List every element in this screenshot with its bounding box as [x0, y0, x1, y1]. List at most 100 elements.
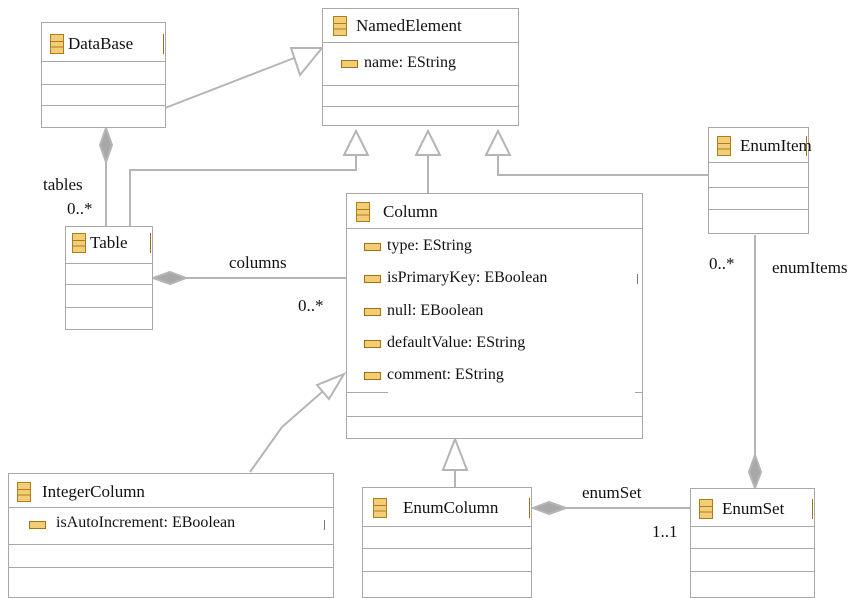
class-divider [323, 106, 518, 107]
class-divider [691, 548, 814, 549]
resize-handle [163, 34, 164, 54]
class-name: EnumItem [740, 136, 812, 155]
class-database[interactable]: DataBase [41, 22, 166, 128]
generalization-arrowhead [414, 128, 442, 156]
class-enum-set[interactable]: EnumSet [690, 488, 815, 598]
resize-handle [812, 499, 813, 519]
class-divider [66, 263, 152, 264]
generalization-arrowhead [484, 128, 512, 156]
composition-diamond [98, 124, 114, 166]
attribute-icon [364, 308, 381, 316]
class-divider [347, 228, 642, 229]
class-icon [356, 202, 370, 222]
generalization-arrowhead [289, 47, 325, 78]
class-icon [333, 16, 347, 36]
attribute-label: isAutoIncrement: EBoolean [56, 514, 236, 531]
class-divider [709, 162, 808, 163]
generalization-arrowhead [342, 128, 370, 156]
class-name: NamedElement [356, 16, 462, 35]
class-divider [347, 416, 642, 417]
attribute-icon [364, 340, 381, 348]
class-enum-item[interactable]: EnumItem [708, 127, 812, 234]
class-icon [717, 136, 731, 156]
class-name: DataBase [68, 34, 134, 53]
composition-diamond [530, 500, 570, 516]
class-header: Table [66, 227, 152, 263]
attribute-icon [29, 521, 46, 529]
attribute-label: null: EBoolean [387, 302, 484, 319]
class-header: EnumSet [691, 489, 814, 526]
generalization-integercolumn [249, 391, 323, 473]
attribute-label: comment: EString [387, 366, 504, 383]
class-enum-column[interactable]: EnumColumn [362, 487, 532, 598]
class-divider [66, 284, 152, 285]
class-divider [709, 209, 808, 210]
class-divider [42, 105, 165, 106]
class-icon [72, 233, 86, 253]
class-header: EnumItem [709, 128, 812, 162]
class-divider [363, 548, 531, 549]
class-header: DataBase [42, 23, 165, 61]
class-icon [373, 498, 387, 518]
attribute-icon [341, 60, 358, 68]
class-divider [42, 84, 165, 85]
attribute-icon [364, 275, 381, 283]
class-divider [635, 392, 642, 393]
class-icon [17, 482, 31, 502]
class-header: IntegerColumn [9, 474, 333, 507]
class-divider [9, 567, 333, 568]
resize-handle [324, 520, 325, 530]
class-divider [42, 61, 165, 62]
resize-handle [806, 136, 807, 156]
class-name: Table [90, 233, 128, 252]
class-column[interactable]: Column type: EString isPrimaryKey: EBool… [346, 193, 643, 439]
attribute-label: isPrimaryKey: EBoolean [387, 269, 548, 286]
class-name: Column [383, 202, 438, 221]
attribute-icon [364, 243, 381, 251]
class-name: EnumColumn [403, 498, 499, 517]
multiplicity-enumitems: 0..* [709, 254, 735, 273]
generalization-enumitem [497, 155, 708, 176]
multiplicity-columns: 0..* [298, 296, 324, 315]
attribute-label: defaultValue: EString [387, 334, 526, 351]
generalization-arrowhead [315, 371, 347, 401]
class-name: IntegerColumn [42, 482, 145, 501]
attribute-icon [364, 372, 381, 380]
class-header: EnumColumn [363, 488, 531, 526]
class-divider [9, 544, 333, 545]
class-divider [363, 526, 531, 527]
class-named-element[interactable]: NamedElement name: EString [322, 8, 519, 126]
role-label-enumitems: enumItems [772, 258, 848, 277]
class-header: Column [347, 194, 642, 228]
class-name: EnumSet [722, 499, 785, 518]
generalization-arrowhead [441, 436, 469, 471]
role-label-enumset: enumSet [582, 483, 642, 502]
class-divider [323, 42, 518, 43]
class-divider [323, 85, 518, 86]
multiplicity-tables: 0..* [67, 199, 93, 218]
attribute-label: type: EString [387, 237, 472, 254]
class-table[interactable]: Table [65, 226, 153, 330]
class-divider [347, 392, 388, 393]
class-divider [709, 187, 808, 188]
generalization-table [129, 155, 357, 228]
generalization-database [164, 54, 303, 109]
class-divider [363, 571, 531, 572]
composition-diamond [149, 270, 189, 286]
class-icon [50, 34, 64, 54]
class-integer-column[interactable]: IntegerColumn isAutoIncrement: EBoolean [8, 473, 334, 598]
class-divider [9, 507, 333, 508]
multiplicity-enumset: 1..1 [652, 522, 678, 541]
class-divider [691, 526, 814, 527]
role-label-columns: columns [229, 253, 287, 272]
class-divider [66, 307, 152, 308]
resize-handle [529, 498, 530, 518]
role-label-tables: tables [43, 175, 83, 194]
class-header: NamedElement [323, 9, 518, 42]
composition-diamond [747, 451, 763, 491]
class-divider [691, 571, 814, 572]
class-icon [699, 499, 713, 519]
resize-handle [637, 274, 638, 284]
